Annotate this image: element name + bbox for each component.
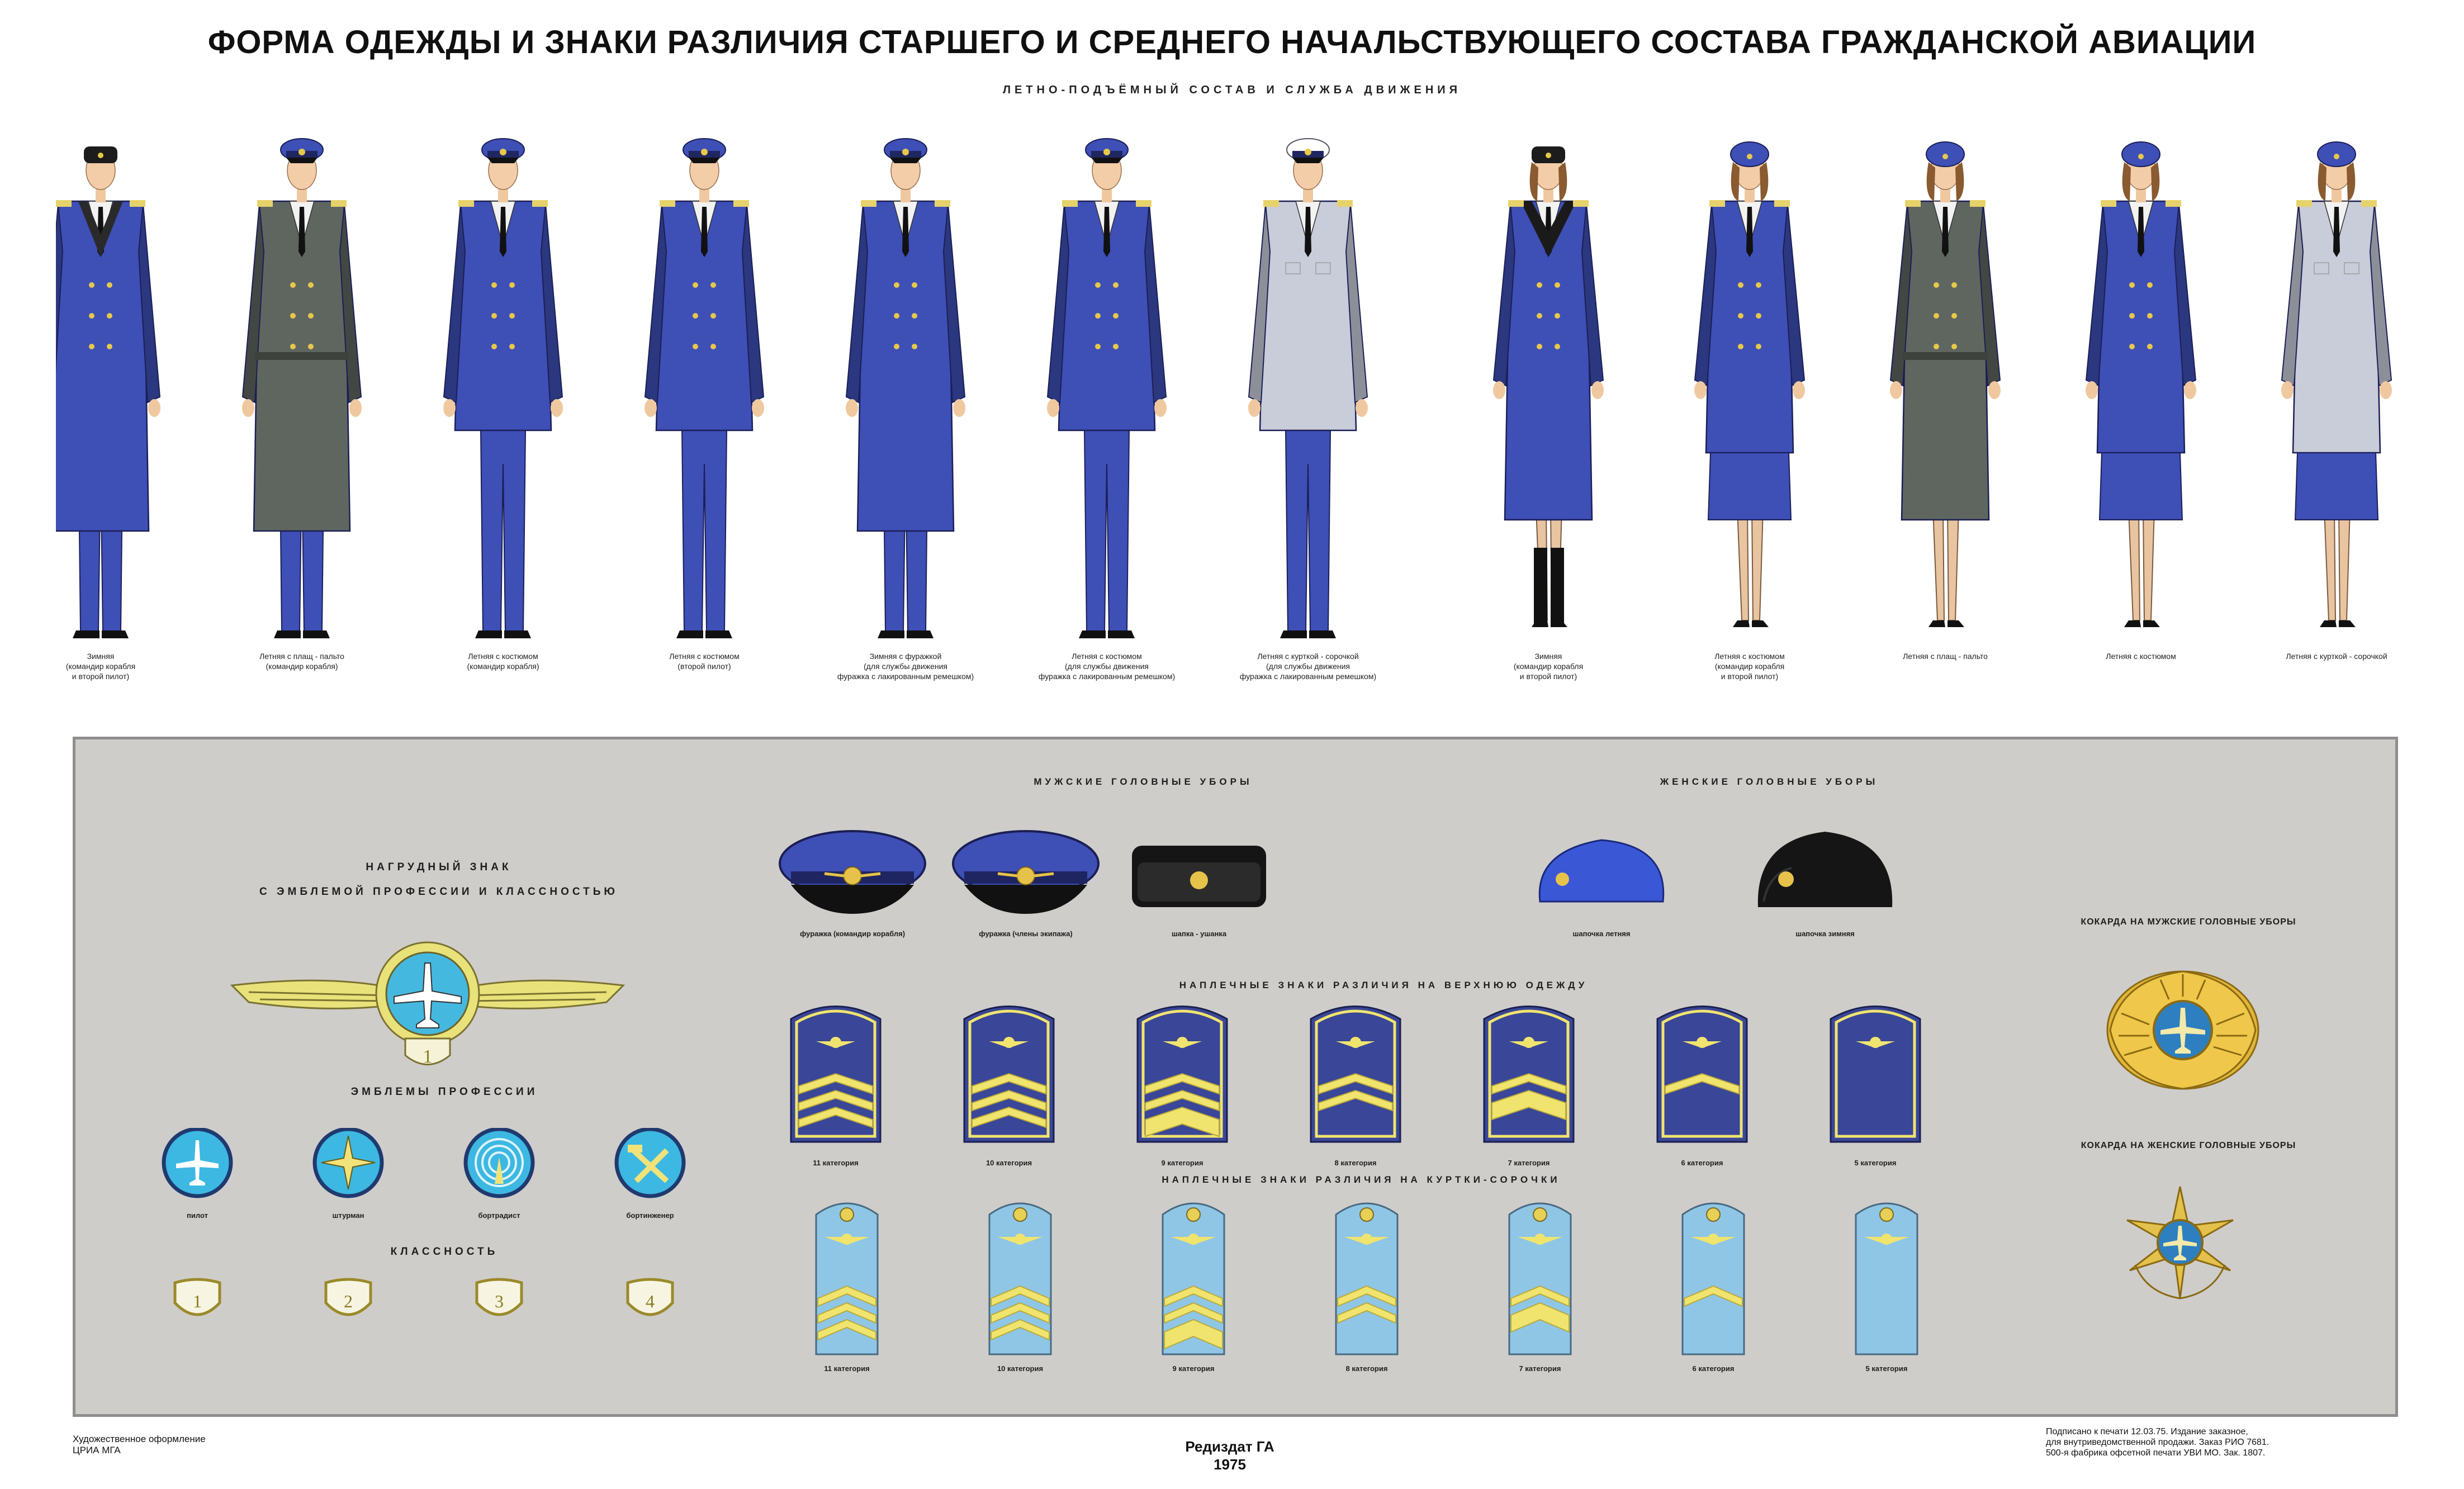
outer-shoulder-board-icon xyxy=(1310,1006,1401,1143)
figure-caption: Летняя с костюмом xyxy=(2106,652,2176,661)
uniform-figure xyxy=(1889,141,2001,627)
uniform-figure xyxy=(845,138,966,638)
outer-insignia-title: НАПЛЕЧНЫЕ ЗНАКИ РАЗЛИЧИЯ НА ВЕРХНЮЮ ОДЕЖ… xyxy=(1179,980,1588,990)
uniform-figure xyxy=(1046,138,1167,638)
footer-credits-left: Художественное оформление ЦРИА МГА xyxy=(73,1434,206,1455)
emblems-title: ЭМБЛЕМЫ ПРОФЕССИИ xyxy=(350,1086,538,1098)
headwear-label: фуражка (члены экипажа) xyxy=(979,930,1073,938)
class-number: 2 xyxy=(344,1291,353,1311)
uniform-figure xyxy=(56,146,161,638)
outer-shoulder-board-icon xyxy=(1656,1006,1748,1143)
ushanka-icon xyxy=(1132,846,1266,907)
shirt-shoulder-board-icon xyxy=(1855,1202,1918,1355)
shirt-shoulder-board-icon xyxy=(1335,1202,1399,1355)
outer-shoulder-board-icon xyxy=(1136,1006,1228,1143)
class-number: 4 xyxy=(646,1291,655,1311)
figure-caption: Летняя с курткой - сорочкой (для службы … xyxy=(1239,652,1377,681)
outer-shoulder-board-icon xyxy=(1483,1006,1575,1143)
uniform-figure xyxy=(2085,141,2197,627)
breast-badge-title: НАГРУДНЫЙ ЗНАК xyxy=(366,861,512,873)
headwear-label: шапка - ушанка xyxy=(1171,930,1227,938)
shirt-insignia-label: 8 категория xyxy=(1345,1364,1388,1373)
outer-insignia-label: 9 категория xyxy=(1161,1159,1203,1167)
uniform-figure xyxy=(443,138,563,638)
figure-caption: Летняя с костюмом (командир корабля) xyxy=(467,652,539,671)
class-shield-icon: 3 xyxy=(475,1278,523,1316)
emblem-label: пилот xyxy=(187,1211,208,1220)
cockade-male-icon xyxy=(2106,970,2259,1090)
uniform-figure xyxy=(241,138,362,638)
hammer-wrench-icon xyxy=(614,1128,686,1198)
breast-badge-subtitle: С ЭМБЛЕМОЙ ПРОФЕССИИ И КЛАССНОСТЬЮ xyxy=(259,886,618,898)
outer-insignia-label: 5 категория xyxy=(1854,1159,1897,1167)
classes-title: КЛАССНОСТЬ xyxy=(390,1246,499,1258)
shirt-shoulder-board-icon xyxy=(1508,1202,1572,1355)
headwear-label: шапочка зимняя xyxy=(1795,930,1855,938)
radio-waves-icon xyxy=(463,1128,535,1198)
shirt-insignia-label: 10 категория xyxy=(997,1364,1044,1373)
cockade-male-title: КОКАРДА НА МУЖСКИЕ ГОЛОВНЫЕ УБОРЫ xyxy=(2081,917,2296,927)
outer-shoulder-board-icon xyxy=(963,1006,1055,1143)
figure-caption: Зимняя с фуражкой (для службы движения ф… xyxy=(837,652,974,681)
airplane-icon xyxy=(162,1128,233,1198)
compass-star-icon xyxy=(312,1128,384,1198)
fur-hat-icon xyxy=(1757,832,1893,907)
class-shield-icon: 2 xyxy=(324,1278,372,1316)
shirt-insignia-label: 9 категория xyxy=(1172,1364,1215,1373)
outer-insignia-label: 11 категория xyxy=(813,1159,859,1167)
uniform-figure xyxy=(2281,141,2392,627)
uniform-figure xyxy=(1492,146,1604,627)
shirt-shoulder-board-icon xyxy=(1162,1202,1225,1355)
cap-icon xyxy=(779,830,926,914)
figure-caption: Зимняя (командир корабля и второй пилот) xyxy=(65,652,136,681)
outer-shoulder-board-icon xyxy=(790,1006,882,1143)
uniform-figure xyxy=(1248,138,1368,638)
outer-insignia-label: 8 категория xyxy=(1334,1159,1377,1167)
outer-insignia-label: 6 категория xyxy=(1681,1159,1723,1167)
shirt-insignia-label: 5 категория xyxy=(1865,1364,1908,1373)
emblem-label: бортрадист xyxy=(478,1211,520,1220)
headwear-label: шапочка летняя xyxy=(1572,930,1631,938)
outer-shoulder-board-icon xyxy=(1830,1006,1921,1143)
shirt-insignia-label: 7 категория xyxy=(1519,1364,1561,1373)
footer-publisher: Редиздат ГА 1975 xyxy=(1185,1438,1274,1473)
page-title: ФОРМА ОДЕЖДЫ И ЗНАКИ РАЗЛИЧИЯ СТАРШЕГО И… xyxy=(207,24,2257,60)
figure-caption: Летняя с плащ - пальто (командир корабля… xyxy=(259,652,344,671)
cockade-female-title: КОКАРДА НА ЖЕНСКИЕ ГОЛОВНЫЕ УБОРЫ xyxy=(2081,1141,2296,1150)
figure-caption: Летняя с курткой - сорочкой xyxy=(2286,652,2387,661)
beret-icon xyxy=(1538,839,1665,903)
figure-caption: Летняя с костюмом (командир корабля и вт… xyxy=(1714,652,1785,681)
shirt-shoulder-board-icon xyxy=(988,1202,1052,1355)
outer-insignia-label: 7 категория xyxy=(1508,1159,1550,1167)
class-number: 3 xyxy=(495,1291,504,1311)
class-number: 1 xyxy=(193,1291,202,1311)
cap2-icon xyxy=(952,830,1100,914)
shirt-shoulder-board-icon xyxy=(815,1202,879,1355)
figure-caption: Летняя с костюмом (второй пилот) xyxy=(669,652,740,671)
shirt-insignia-title: НАПЛЕЧНЫЕ ЗНАКИ РАЗЛИЧИЯ НА КУРТКИ-СОРОЧ… xyxy=(1162,1174,1561,1185)
figure-caption: Зимняя (командир корабля и второй пилот) xyxy=(1513,652,1584,681)
emblem-label: бортинженер xyxy=(626,1211,674,1220)
female-headwear-title: ЖЕНСКИЕ ГОЛОВНЫЕ УБОРЫ xyxy=(1660,776,1879,787)
uniform-figures-row xyxy=(56,138,2392,638)
class-shield-icon: 4 xyxy=(626,1278,674,1316)
shirt-insignia-label: 11 категория xyxy=(824,1364,870,1373)
emblem-label: штурман xyxy=(332,1211,364,1220)
cockade-female-icon xyxy=(2126,1186,2234,1300)
breast-badge-class: 1 xyxy=(423,1046,433,1067)
figure-caption: Летняя с плащ - пальто xyxy=(1903,652,1988,661)
shirt-insignia-label: 6 категория xyxy=(1692,1364,1735,1373)
footer-print-info: Подписано к печати 12.03.75. Издание зак… xyxy=(2046,1427,2269,1458)
male-headwear-title: МУЖСКИЕ ГОЛОВНЫЕ УБОРЫ xyxy=(1034,776,1253,787)
outer-insignia-label: 10 категория xyxy=(985,1159,1032,1167)
figure-caption: Летняя с костюмом (для службы движения ф… xyxy=(1038,652,1176,681)
page-subtitle: ЛЕТНО-ПОДЪЁМНЫЙ СОСТАВ И СЛУЖБА ДВИЖЕНИЯ xyxy=(1002,84,1462,96)
uniform-figure xyxy=(644,138,765,638)
shirt-shoulder-board-icon xyxy=(1681,1202,1745,1355)
headwear-label: фуражка (командир корабля) xyxy=(799,930,906,938)
uniform-figure xyxy=(1694,141,1806,627)
class-shield-icon: 1 xyxy=(173,1278,221,1316)
insignia-panel: НАГРУДНЫЙ ЗНАК С ЭМБЛЕМОЙ ПРОФЕССИИ И КЛ… xyxy=(73,737,2398,1417)
breast-badge-icon: 1 xyxy=(230,941,626,1067)
